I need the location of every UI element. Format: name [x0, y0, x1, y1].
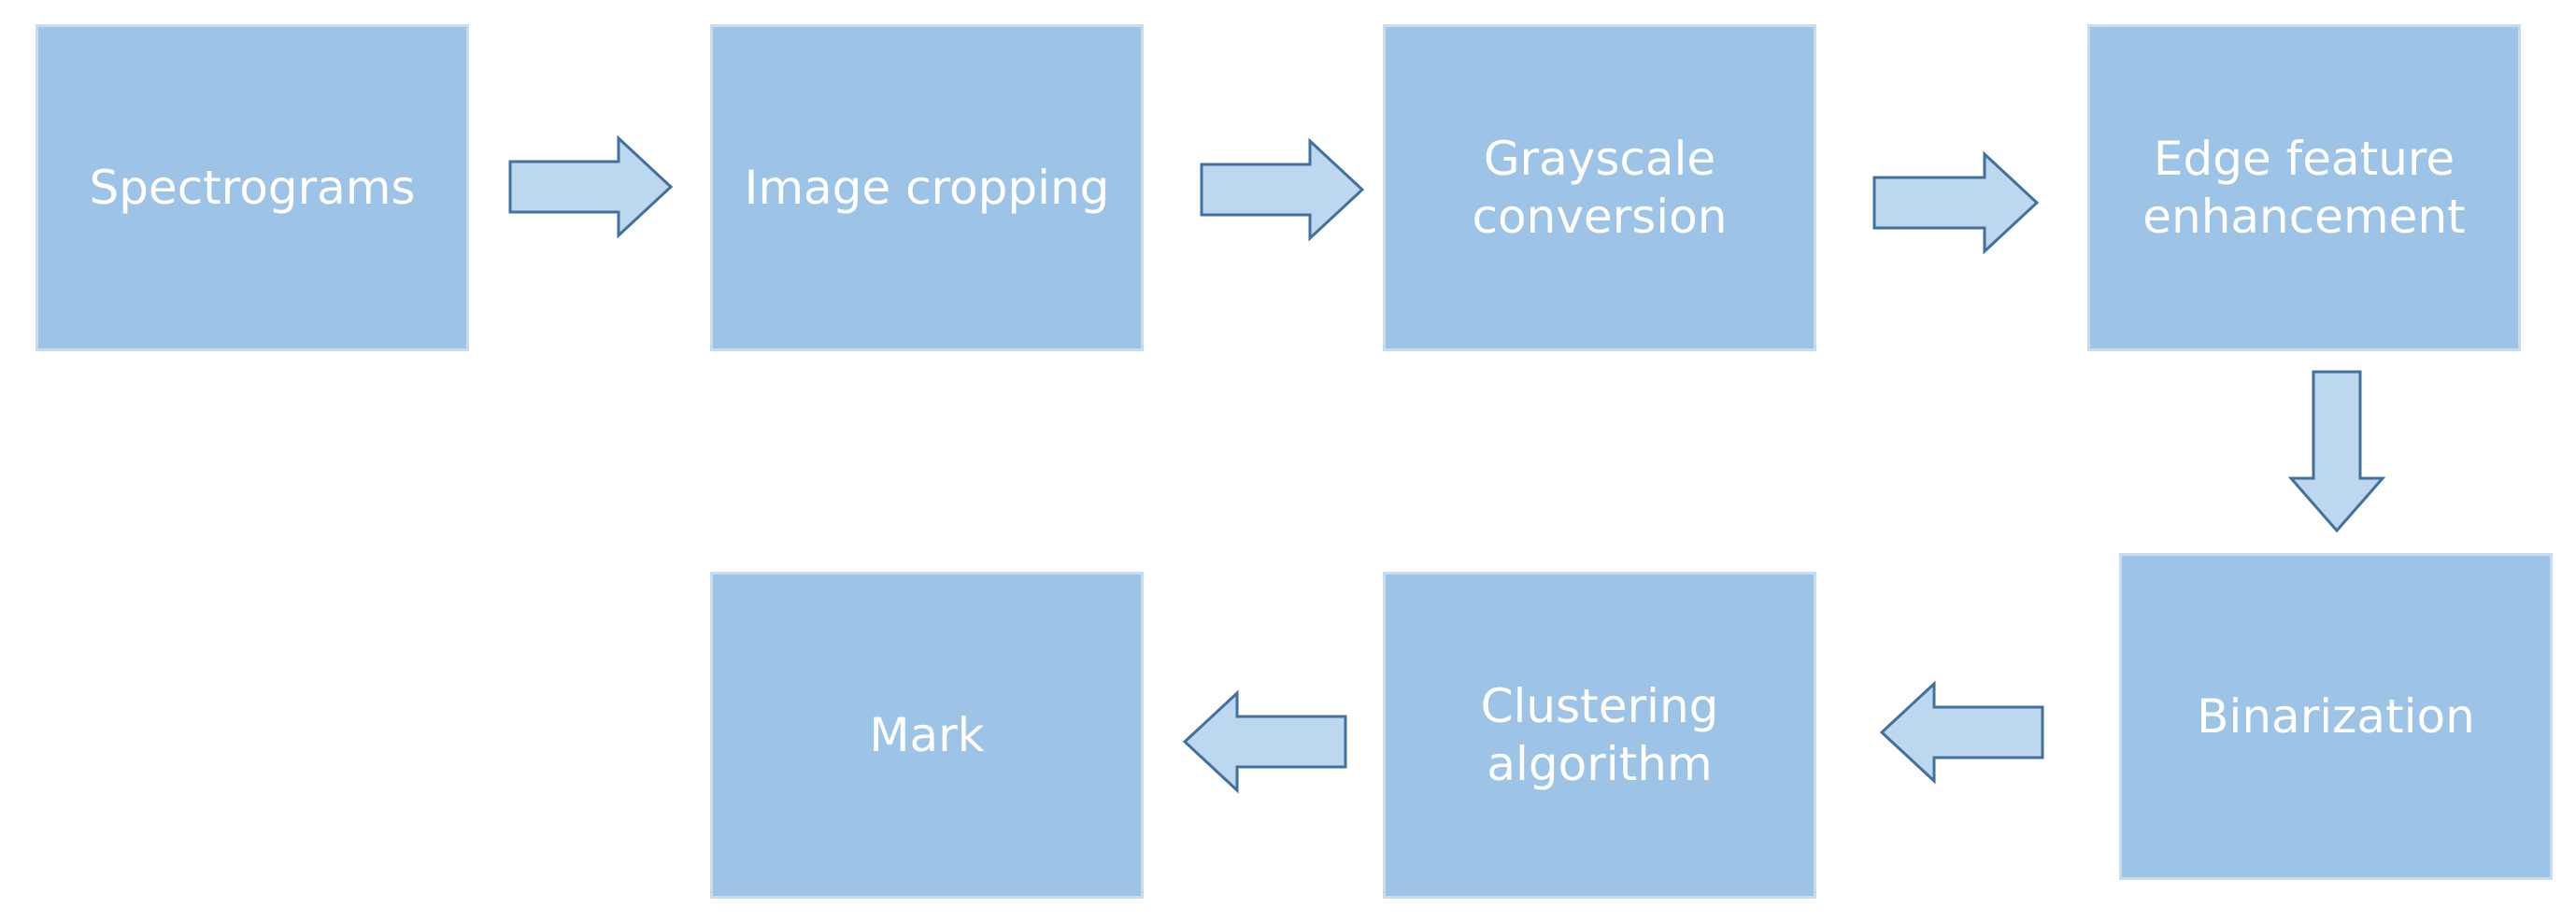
- arrow-right-icon: [1200, 137, 1365, 242]
- step-label-image-cropping: Image cropping: [744, 160, 1110, 215]
- arrow-left-icon: [1182, 689, 1347, 794]
- arrow-left-icon: [1879, 680, 2044, 785]
- step-label-spectrograms: Spectrograms: [89, 160, 416, 215]
- step-label-edge-feature-enhancement: Edge feature enhancement: [2142, 131, 2466, 245]
- step-grayscale-conversion: Grayscale conversion: [1383, 24, 1816, 351]
- step-label-binarization: Binarization: [2197, 688, 2475, 744]
- step-mark: Mark: [710, 572, 1144, 899]
- step-label-clustering-algorithm: Clustering algorithm: [1480, 678, 1719, 792]
- step-spectrograms: Spectrograms: [36, 24, 469, 351]
- step-label-grayscale-conversion: Grayscale conversion: [1472, 131, 1728, 245]
- step-binarization: Binarization: [2119, 553, 2553, 880]
- step-label-mark: Mark: [869, 707, 985, 762]
- step-clustering-algorithm: Clustering algorithm: [1383, 572, 1816, 899]
- step-edge-feature-enhancement: Edge feature enhancement: [2087, 24, 2521, 351]
- step-image-cropping: Image cropping: [710, 24, 1144, 351]
- arrow-down-icon: [2287, 370, 2386, 533]
- arrow-right-icon: [508, 135, 674, 239]
- arrow-right-icon: [1872, 150, 2040, 255]
